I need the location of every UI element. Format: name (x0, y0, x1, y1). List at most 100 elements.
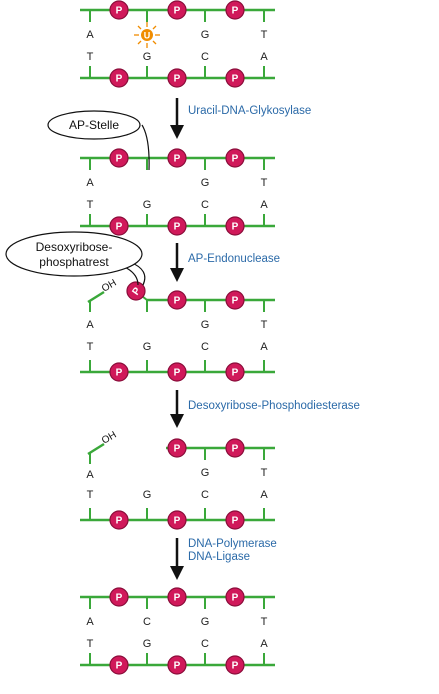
ap-site-label: AP-Stelle (69, 118, 119, 132)
svg-text:P: P (174, 444, 181, 455)
phosphate: P (225, 587, 245, 607)
deoxyribose-phosphate-callout: Desoxyribose- phosphatrest (5, 231, 146, 286)
uracil-icon: U (134, 22, 160, 48)
step-arrow-4: DNA-Polymerase DNA-Ligase (170, 538, 277, 580)
phosphate: P (109, 68, 129, 88)
phosphate: P (109, 510, 129, 530)
dna-panel-3: OH P P P A G T T G C A P P P Desoxyribos… (5, 231, 275, 382)
svg-text:P: P (232, 444, 239, 455)
svg-text:U: U (144, 31, 151, 41)
svg-text:P: P (232, 6, 239, 17)
phosphate: P (109, 362, 129, 382)
step-label-4b: DNA-Ligase (188, 551, 250, 563)
svg-text:P: P (174, 74, 181, 85)
svg-text:P: P (232, 222, 239, 233)
phosphate: P (225, 438, 245, 458)
phosphate: P (167, 438, 187, 458)
phosphate: P (167, 148, 187, 168)
callout-line-2: phosphatrest (39, 255, 109, 269)
base-bottom: C (201, 489, 209, 501)
phosphate: P (225, 0, 245, 20)
step-label-1: Uracil-DNA-Glykosylase (188, 105, 311, 117)
svg-text:P: P (116, 661, 123, 672)
base-bottom: A (260, 51, 268, 63)
base-bottom: T (87, 51, 94, 63)
svg-text:P: P (116, 154, 123, 165)
base-top: G (201, 616, 210, 628)
ap-site-callout: AP-Stelle (47, 110, 150, 171)
phosphate: P (167, 0, 187, 20)
svg-text:P: P (116, 222, 123, 233)
phosphate: P (225, 216, 245, 236)
svg-text:P: P (116, 593, 123, 604)
dna-panel-5: P P P A C G T T G C A P P P (80, 587, 275, 675)
phosphate: P (225, 510, 245, 530)
svg-text:P: P (232, 296, 239, 307)
step-arrow-2: AP-Endonuclease (170, 243, 280, 282)
base-top: G (201, 177, 210, 189)
step-arrow-1: Uracil-DNA-Glykosylase (170, 98, 311, 139)
base-bottom: T (87, 199, 94, 211)
base-bottom: G (143, 341, 152, 353)
callout-line-1: Desoxyribose- (36, 240, 113, 254)
base-bottom: G (143, 51, 152, 63)
svg-text:P: P (174, 516, 181, 527)
base-bottom: C (201, 51, 209, 63)
base-top: T (261, 616, 268, 628)
svg-text:P: P (232, 154, 239, 165)
base-top: A (86, 177, 94, 189)
dna-panel-2: P P P A G T T G C A P P P AP-Stelle (47, 110, 275, 236)
base-top: G (201, 467, 210, 479)
phosphate: P (225, 655, 245, 675)
base-bottom: T (87, 489, 94, 501)
phosphate: P (167, 68, 187, 88)
dna-panel-1: P P P A G T U T G C A P P P (80, 0, 275, 88)
step-label-4a: DNA-Polymerase (188, 538, 277, 550)
step-label-3: Desoxyribose-Phosphodiesterase (188, 400, 360, 412)
svg-text:P: P (174, 593, 181, 604)
base-bottom: G (143, 489, 152, 501)
base-bottom: G (143, 638, 152, 650)
svg-text:P: P (232, 74, 239, 85)
base-top: G (201, 29, 210, 41)
left-fragment-strand (87, 442, 105, 456)
base-bottom: C (201, 341, 209, 353)
base-top: A (86, 29, 94, 41)
svg-text:P: P (174, 296, 181, 307)
phosphate: P (225, 68, 245, 88)
step-arrow-3: Desoxyribose-Phosphodiesterase (170, 390, 360, 428)
base-top: A (86, 616, 94, 628)
base-bottom: A (260, 638, 268, 650)
svg-text:P: P (232, 661, 239, 672)
svg-text:P: P (116, 516, 123, 527)
svg-text:P: P (116, 74, 123, 85)
phosphate: P (109, 148, 129, 168)
phosphate: P (109, 0, 129, 20)
base-bottom: C (201, 199, 209, 211)
phosphate: P (167, 655, 187, 675)
base-bottom: A (260, 489, 268, 501)
phosphate: P (109, 216, 129, 236)
step-label-2: AP-Endonuclease (188, 253, 280, 265)
base-top: G (201, 319, 210, 331)
phosphate: P (109, 655, 129, 675)
base-top: T (261, 177, 268, 189)
phosphate: P (225, 290, 245, 310)
base-top: C (143, 616, 151, 628)
svg-text:P: P (116, 6, 123, 17)
phosphate: P (167, 362, 187, 382)
phosphate: P (167, 290, 187, 310)
base-top: A (86, 469, 94, 481)
base-bottom: G (143, 199, 152, 211)
svg-text:P: P (174, 222, 181, 233)
phosphate: P (109, 587, 129, 607)
phosphate: P (126, 281, 146, 301)
base-bottom: T (87, 638, 94, 650)
base-bottom: A (260, 341, 268, 353)
dna-panel-4: OH P P A G T T G C A P P P (80, 430, 275, 530)
base-top: T (261, 29, 268, 41)
svg-text:P: P (174, 661, 181, 672)
svg-text:P: P (174, 368, 181, 379)
base-bottom: T (87, 341, 94, 353)
